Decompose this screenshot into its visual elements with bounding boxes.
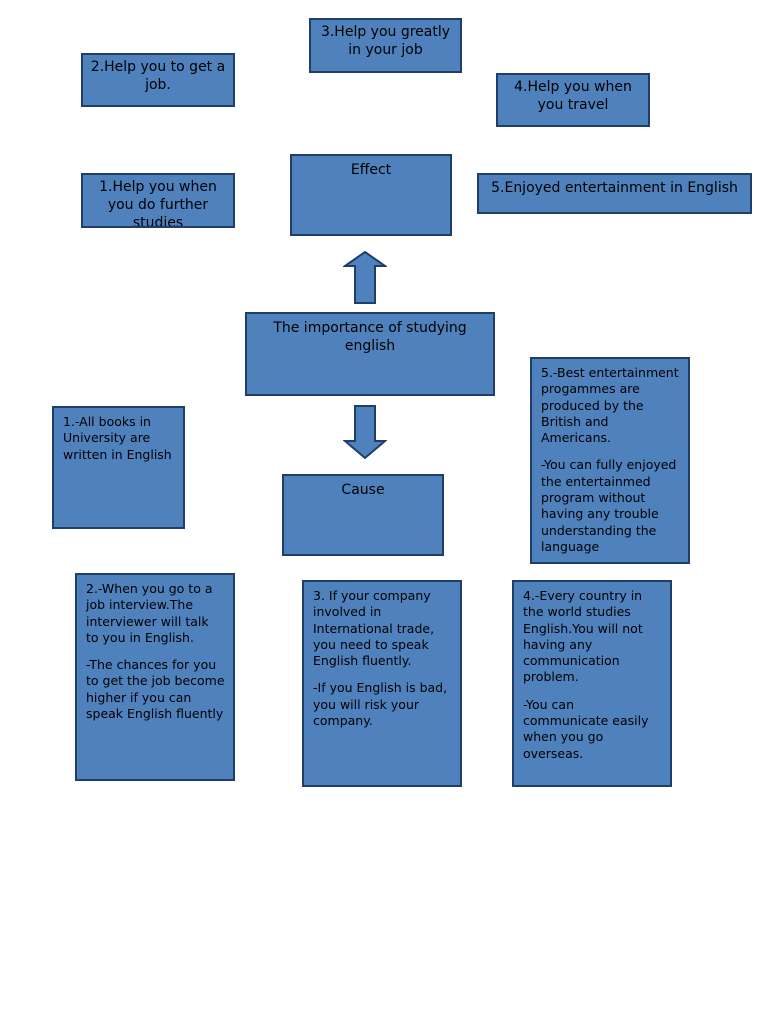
cause-box-3: 3. If your company involved in Internati…	[302, 580, 462, 787]
cause-heading: Cause	[341, 482, 385, 498]
cause-2-text-2: -The chances for you to get the job beco…	[86, 657, 225, 722]
effect-label-4: 4.Help you when you travel	[514, 79, 632, 113]
effect-label-1: 1.Help you when you do further studies	[99, 179, 217, 228]
arrow-up-icon	[343, 251, 387, 305]
cause-5-text-1: 5.-Best entertainment progammes are prod…	[541, 365, 679, 446]
arrow-down-icon	[343, 405, 387, 460]
cause-5-text-2: -You can fully enjoyed the entertainmed …	[541, 457, 677, 554]
effect-box-2: 2.Help you to get a job.	[81, 53, 235, 107]
main-topic-box: The importance of studying english	[245, 312, 495, 396]
effect-label-5: 5.Enjoyed entertainment in English	[491, 180, 738, 196]
effect-label-3: 3.Help you greatly in your job	[320, 24, 451, 58]
effect-box-4: 4.Help you when you travel	[496, 73, 650, 127]
cause-box-4: 4.-Every country in the world studies En…	[512, 580, 672, 787]
main-topic-title: The importance of studying english	[273, 320, 467, 354]
effect-label-2: 2.Help you to get a job.	[90, 59, 226, 93]
cause-3-text-2: -If you English is bad, you will risk yo…	[313, 680, 448, 729]
cause-1-text: 1.-All books in University are written i…	[63, 414, 172, 462]
cause-4-text-2: -You can communicate easily when you go …	[523, 696, 649, 761]
cause-heading-box: Cause	[282, 474, 444, 556]
cause-3-text-1: 3. If your company involved in Internati…	[313, 588, 435, 669]
effect-box-3: 3.Help you greatly in your job	[309, 18, 462, 73]
cause-box-1: 1.-All books in University are written i…	[52, 406, 185, 529]
effect-heading-box: Effect	[290, 154, 452, 236]
effect-box-1: 1.Help you when you do further studies	[81, 173, 235, 228]
cause-box-5: 5.-Best entertainment progammes are prod…	[530, 357, 690, 564]
effect-heading: Effect	[350, 162, 392, 178]
cause-box-2: 2.-When you go to a job interview.The in…	[75, 573, 235, 781]
cause-2-text-1: 2.-When you go to a job interview.The in…	[86, 581, 213, 645]
cause-4-text-1: 4.-Every country in the world studies En…	[523, 588, 643, 685]
effect-box-5: 5.Enjoyed entertainment in English	[477, 173, 752, 214]
